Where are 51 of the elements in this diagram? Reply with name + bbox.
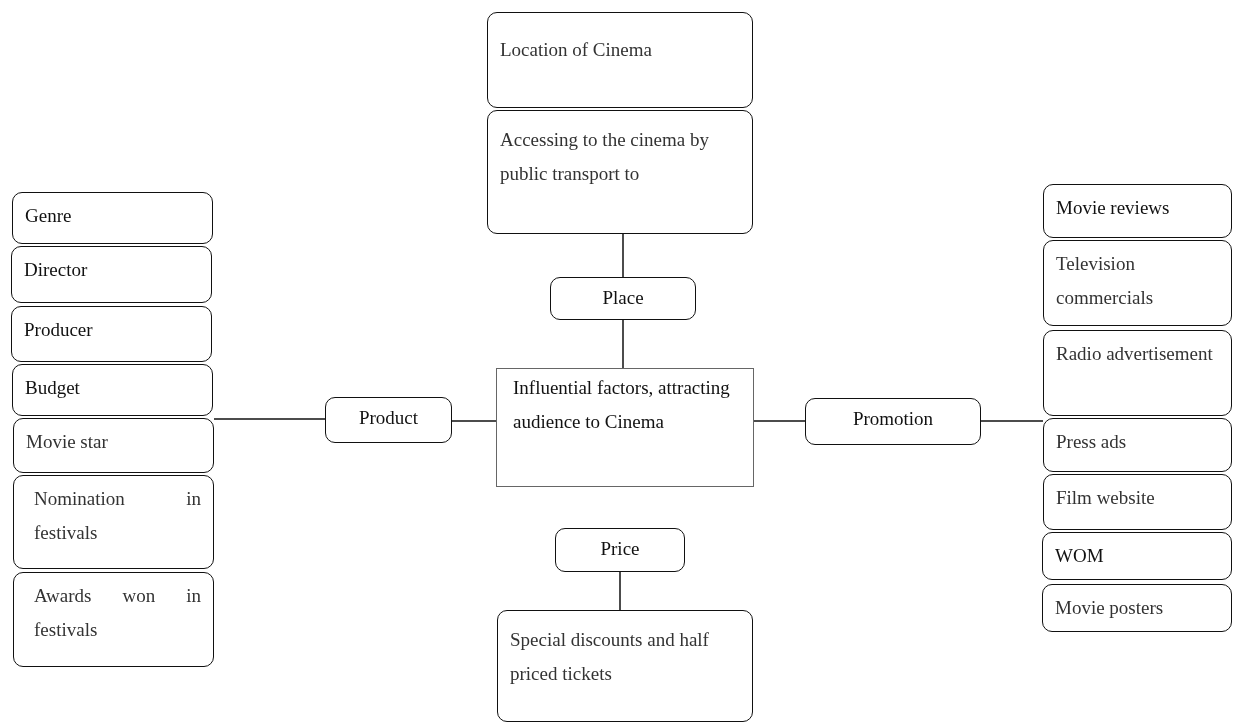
central-box <box>496 368 754 487</box>
node-text: Movie posters <box>1055 596 1165 620</box>
node-text: Budget <box>25 376 81 400</box>
factor-box <box>1043 240 1232 326</box>
node-text: Television commercials <box>1056 252 1155 310</box>
connector-line <box>451 420 497 422</box>
factor-box <box>13 475 214 569</box>
factor-box <box>13 572 214 667</box>
factor-box <box>1043 184 1232 238</box>
node-text: Price <box>599 537 641 561</box>
node-text: Location of Cinema <box>500 38 653 62</box>
factor-box <box>487 12 753 108</box>
node-text: Nomination in festivals <box>34 487 201 545</box>
connector-line <box>753 420 806 422</box>
connector-line <box>980 420 1044 422</box>
node-text: Producer <box>24 318 94 342</box>
factor-box <box>805 398 981 445</box>
connector-line <box>622 233 624 278</box>
factor-box <box>11 246 212 303</box>
factor-box <box>1043 418 1232 472</box>
factor-box <box>1042 532 1232 580</box>
factor-box <box>11 306 212 362</box>
node-text: Influential factors, attracting audience to Cinema <box>513 376 731 434</box>
node-text: Film website <box>1056 486 1156 510</box>
factor-box <box>1042 584 1232 632</box>
node-text: Promotion <box>851 407 935 431</box>
node-text: Accessing to the cinema by public transport to <box>500 128 710 186</box>
factor-box <box>1043 330 1232 416</box>
factor-box <box>1043 474 1232 530</box>
factor-box <box>13 418 214 473</box>
node-text: Product <box>357 406 420 430</box>
connector-line <box>619 571 621 611</box>
connector-line <box>622 319 624 369</box>
factor-box <box>550 277 696 320</box>
node-text: Place <box>601 286 645 310</box>
factor-box <box>325 397 452 443</box>
node-text: Director <box>24 258 89 282</box>
connector-line <box>213 418 326 420</box>
node-text: Genre <box>25 204 73 228</box>
factor-box <box>12 192 213 244</box>
node-text: Press ads <box>1056 430 1128 454</box>
factor-box <box>555 528 685 572</box>
node-text: WOM <box>1055 544 1105 568</box>
node-text: Movie star <box>26 430 109 454</box>
node-text: Movie reviews <box>1056 196 1171 220</box>
node-text: Special discounts and half priced tickets <box>510 628 710 686</box>
node-text: Awards won in festivals <box>34 584 201 642</box>
factor-box <box>497 610 753 722</box>
factor-box <box>487 110 753 234</box>
factor-box <box>12 364 213 416</box>
node-text: Radio advertisement <box>1056 342 1214 366</box>
